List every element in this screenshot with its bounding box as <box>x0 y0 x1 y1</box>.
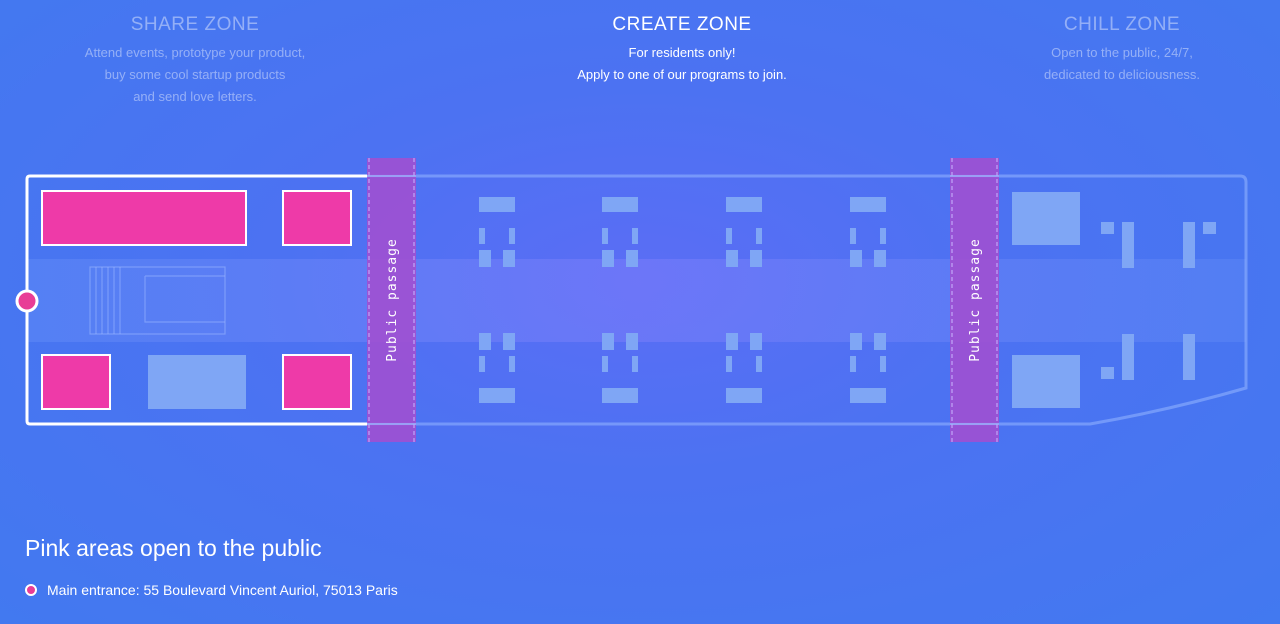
desk-icon <box>602 197 638 212</box>
chill-bar <box>1183 222 1195 268</box>
desk-icon <box>602 250 614 267</box>
public-passage-left-label: Public passage <box>385 238 400 362</box>
desk-icon <box>756 356 762 372</box>
desk-icon <box>503 333 515 350</box>
chill-stool <box>1101 367 1114 379</box>
pink-area-event-space <box>41 190 247 246</box>
desk-icon <box>750 250 762 267</box>
desk-icon <box>602 388 638 403</box>
desk-icon <box>850 333 862 350</box>
desk-clusters <box>479 197 886 403</box>
desk-icon <box>880 356 886 372</box>
pink-area-letters <box>282 354 352 410</box>
create-zone-line: Apply to one of our programs to join. <box>577 67 787 82</box>
create-zone-description: For residents only! Apply to one of our … <box>532 42 832 86</box>
create-zone-header: CREATE ZONE For residents only! Apply to… <box>532 14 832 86</box>
desk-icon <box>880 228 886 244</box>
chill-zone-description: Open to the public, 24/7, dedicated to d… <box>972 42 1272 86</box>
desk-icon <box>479 228 485 244</box>
desk-icon <box>850 356 856 372</box>
desk-icon <box>626 333 638 350</box>
desk-icon <box>756 228 762 244</box>
desk-icon <box>479 356 485 372</box>
desk-icon <box>602 228 608 244</box>
building-outline-right <box>366 174 1248 426</box>
desk-icon <box>874 250 886 267</box>
chill-zone-header: CHILL ZONE Open to the public, 24/7, ded… <box>972 14 1272 86</box>
desk-icon <box>750 333 762 350</box>
desk-icon <box>726 197 762 212</box>
desk-icon <box>602 333 614 350</box>
create-zone-line: For residents only! <box>628 45 736 60</box>
chill-bar <box>1122 222 1134 268</box>
legend-entrance: Main entrance: 55 Boulevard Vincent Auri… <box>25 582 398 598</box>
desk-icon <box>626 250 638 267</box>
share-zone-private-block <box>148 355 246 409</box>
public-passage-right-label: Public passage <box>968 238 983 362</box>
chill-stool <box>1203 222 1216 234</box>
chill-zone-line: dedicated to deliciousness. <box>1043 67 1201 82</box>
share-zone-line: Attend events, prototype your product, <box>84 45 306 60</box>
desk-icon <box>479 333 491 350</box>
pink-area-prototype <box>41 354 111 410</box>
desk-icon <box>602 356 608 372</box>
desk-icon <box>726 388 762 403</box>
chill-bar <box>1183 334 1195 380</box>
desk-icon <box>479 197 515 212</box>
share-zone-line: buy some cool startup products <box>104 67 286 82</box>
desk-icon <box>726 250 738 267</box>
public-passage-left: Public passage <box>367 158 416 442</box>
share-zone-title: SHARE ZONE <box>130 14 260 35</box>
share-zone-header: SHARE ZONE Attend events, prototype your… <box>45 14 345 108</box>
legend-title: Pink areas open to the public <box>25 535 322 561</box>
desk-icon <box>479 388 515 403</box>
entrance-marker-icon[interactable] <box>15 289 39 313</box>
desk-icon <box>632 356 638 372</box>
desk-icon <box>874 333 886 350</box>
stairs-icon <box>89 266 226 335</box>
chill-table-bottom <box>1012 355 1080 408</box>
public-passage-right: Public passage <box>950 158 999 442</box>
desk-icon <box>850 388 886 403</box>
desk-icon <box>726 356 732 372</box>
pink-area-shop <box>282 190 352 246</box>
desk-icon <box>850 197 886 212</box>
desk-icon <box>509 228 515 244</box>
chill-zone-line: Open to the public, 24/7, <box>1051 45 1193 60</box>
entrance-dot-icon <box>25 584 37 596</box>
chill-zone-title: CHILL ZONE <box>1063 14 1181 35</box>
pink-public-areas <box>41 190 352 410</box>
chill-stool <box>1101 222 1114 234</box>
entrance-address: Main entrance: 55 Boulevard Vincent Auri… <box>47 582 398 598</box>
create-zone-title: CREATE ZONE <box>612 14 752 35</box>
chill-table-top <box>1012 192 1080 245</box>
desk-icon <box>503 250 515 267</box>
desk-icon <box>850 228 856 244</box>
desk-icon <box>726 333 738 350</box>
central-corridor <box>28 259 1246 342</box>
desk-icon <box>850 250 862 267</box>
desk-icon <box>726 228 732 244</box>
share-zone-line: and send love letters. <box>133 89 257 104</box>
desk-icon <box>632 228 638 244</box>
chill-bar <box>1122 334 1134 380</box>
desk-icon <box>479 250 491 267</box>
chill-zone-furniture <box>1012 192 1216 408</box>
share-zone-description: Attend events, prototype your product, b… <box>45 42 345 108</box>
desk-icon <box>509 356 515 372</box>
